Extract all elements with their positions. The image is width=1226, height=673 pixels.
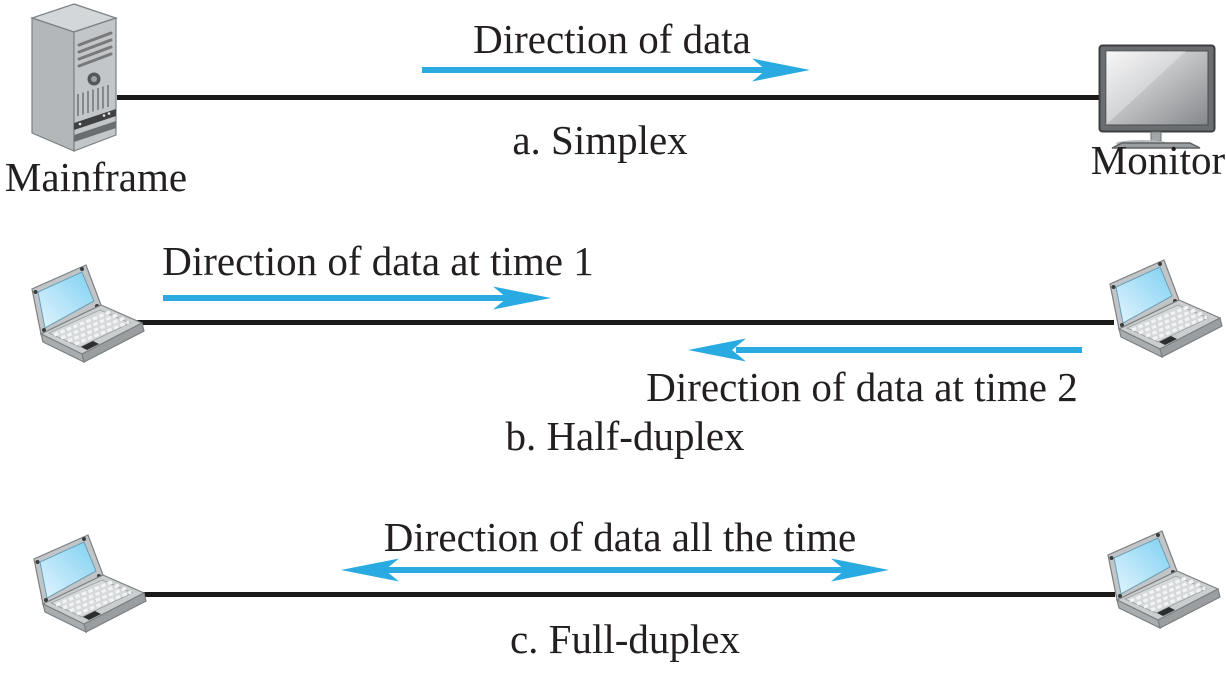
laptop-icon <box>33 534 147 634</box>
full-duplex-link-line <box>138 592 1115 597</box>
laptop-icon <box>31 264 145 364</box>
full-duplex-double-arrow <box>341 558 889 582</box>
simplex-arrow-label: Direction of data <box>473 16 751 62</box>
half-duplex-time1-label: Direction of data at time 1 <box>162 238 594 284</box>
mainframe-icon <box>30 3 118 152</box>
full-duplex-caption: c. Full-duplex <box>509 616 741 662</box>
simplex-right-arrow <box>422 58 810 82</box>
simplex-caption: a. Simplex <box>512 117 688 163</box>
laptop-icon <box>1107 530 1221 630</box>
mainframe-label: Mainframe <box>4 154 188 200</box>
full-duplex-arrow-label: Direction of data all the time <box>383 514 857 560</box>
monitor-icon <box>1098 44 1216 149</box>
simplex-link-line <box>117 95 1103 100</box>
half-duplex-link-line <box>133 320 1114 325</box>
laptop-icon <box>1109 259 1223 359</box>
half-duplex-time2-label: Direction of data at time 2 <box>646 364 1078 410</box>
half-duplex-caption: b. Half-duplex <box>505 413 745 459</box>
half-duplex-left-arrow <box>688 338 1082 362</box>
monitor-label: Monitor <box>1090 137 1226 183</box>
half-duplex-right-arrow <box>163 286 551 310</box>
